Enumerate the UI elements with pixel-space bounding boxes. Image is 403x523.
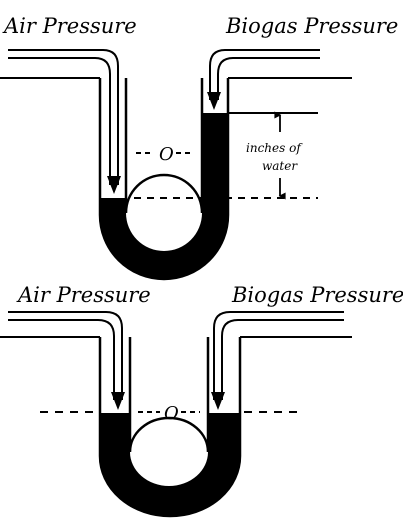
manometer-bottom: Air Pressure Biogas Pressure O: [0, 283, 403, 518]
down-arrow-icon: [107, 176, 121, 194]
down-arrow-icon: [211, 392, 225, 410]
biogas-pressure-arrow-top: [209, 49, 320, 100]
u-tube-outer-wall-top: [98, 78, 230, 281]
u-tube-inner-wall-bottom: [128, 337, 210, 453]
biogas-pressure-label-bottom: Biogas Pressure: [231, 283, 403, 307]
manometer-top: Air Pressure Biogas Pressure O inches of…: [0, 14, 398, 281]
u-tube-outer-wall-bottom: [98, 337, 242, 518]
air-pressure-arrow-top: [8, 49, 119, 185]
water-column-top: [100, 113, 228, 279]
air-pressure-arrow-bottom: [8, 311, 123, 400]
inches-of-label: inches of: [246, 141, 303, 155]
biogas-pressure-label-top: Biogas Pressure: [225, 14, 398, 38]
water-label: water: [262, 159, 298, 173]
air-pressure-label-top: Air Pressure: [2, 14, 137, 38]
u-tube-inner-wall-top: [124, 78, 204, 214]
zero-label-bottom: O: [164, 403, 179, 424]
down-arrow-icon: [111, 392, 125, 410]
down-arrow-icon: [207, 92, 221, 110]
water-column-bottom: [100, 413, 240, 516]
biogas-pressure-arrow-bottom: [213, 311, 344, 400]
zero-label-top: O: [159, 144, 174, 165]
air-pressure-label-bottom: Air Pressure: [16, 283, 151, 307]
